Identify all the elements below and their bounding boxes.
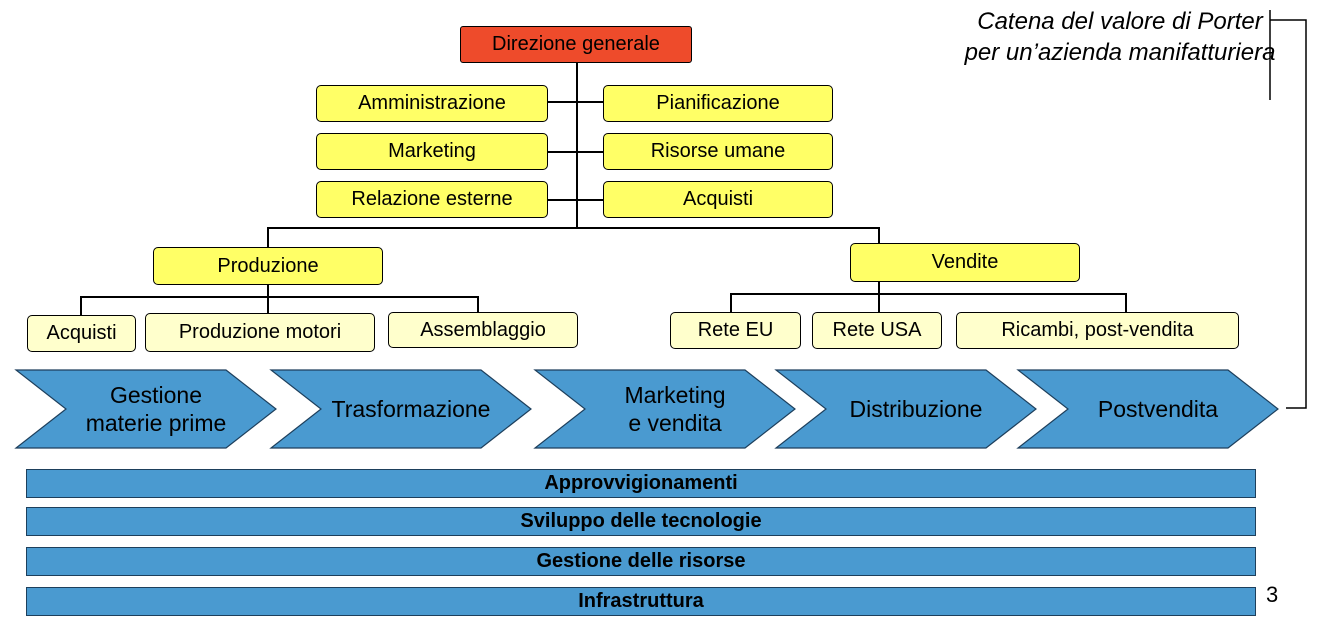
- sales-division-box: Vendite: [850, 243, 1080, 282]
- caption: Catena del valore di Porter per un’azien…: [964, 8, 1276, 66]
- sales-stem: [878, 281, 880, 295]
- production-unit-box: Produzione motori: [145, 313, 375, 352]
- caption-bracket: [1269, 10, 1307, 409]
- support-activity-bar: Infrastruttura: [26, 587, 1256, 616]
- division-bus: [267, 227, 879, 229]
- support-activity-bar: Gestione delle risorse: [26, 547, 1256, 576]
- production-bus: [80, 296, 479, 298]
- support-activity-bar: Sviluppo delle tecnologie: [26, 507, 1256, 536]
- staff-box-left: Relazione esterne: [316, 181, 548, 218]
- primary-activity-label: Trasformazione: [331, 396, 491, 422]
- production-drop: [267, 227, 269, 249]
- production-leg: [477, 296, 479, 313]
- top-management-box: Direzione generale: [460, 26, 692, 63]
- staff-connector: [548, 101, 604, 103]
- primary-activity-label: Gestione materie prime: [85, 382, 227, 436]
- production-stem: [267, 284, 269, 298]
- production-leg: [267, 296, 269, 314]
- primary-activity-label: Marketing e vendita: [624, 382, 726, 436]
- staff-connector: [548, 151, 604, 153]
- primary-activity-chevron: [533, 369, 796, 449]
- staff-box-left: Marketing: [316, 133, 548, 170]
- sales-leg: [878, 293, 880, 313]
- staff-box-right: Pianificazione: [603, 85, 833, 122]
- production-unit-box: Assemblaggio: [388, 312, 578, 348]
- support-activity-bar: Approvvigionamenti: [26, 469, 1256, 498]
- sales-unit-box: Rete USA: [812, 312, 942, 349]
- sales-unit-box: Ricambi, post-vendita: [956, 312, 1239, 349]
- staff-box-left: Amministrazione: [316, 85, 548, 122]
- primary-activity-chevron: [269, 369, 532, 449]
- sales-bus: [730, 293, 1127, 295]
- staff-connector: [548, 199, 604, 201]
- production-division-box: Produzione: [153, 247, 383, 285]
- primary-activity-chevron: [14, 369, 277, 449]
- primary-activity-label: Postvendita: [1097, 396, 1219, 422]
- production-unit-box: Acquisti: [27, 315, 136, 352]
- sales-drop: [878, 227, 880, 244]
- primary-activity-chevron: [1016, 369, 1279, 449]
- production-leg: [80, 296, 82, 316]
- primary-activity-label: Distribuzione: [849, 396, 983, 422]
- trunk-line: [576, 62, 578, 228]
- sales-unit-box: Rete EU: [670, 312, 801, 349]
- staff-box-right: Acquisti: [603, 181, 833, 218]
- sales-leg: [730, 293, 732, 313]
- page-number: 3: [1266, 582, 1279, 607]
- primary-activity-chevron: [774, 369, 1037, 449]
- sales-leg: [1125, 293, 1127, 313]
- staff-box-right: Risorse umane: [603, 133, 833, 170]
